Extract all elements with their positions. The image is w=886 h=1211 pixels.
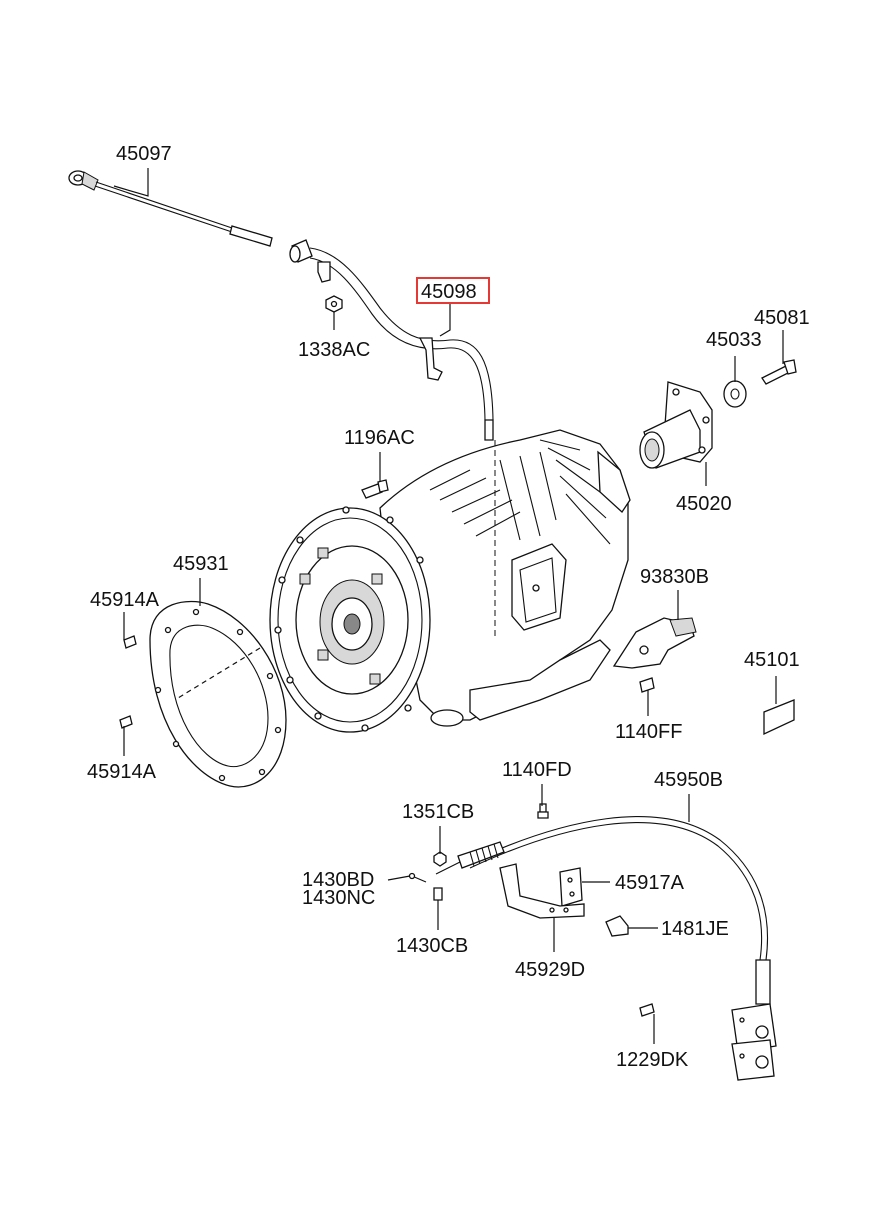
leader-lines <box>113 168 784 1044</box>
filler-tube-illustration[interactable] <box>289 239 494 441</box>
pin-1430bd-illustration[interactable] <box>408 872 427 883</box>
label-1338ac[interactable]: 1338AC <box>298 339 370 361</box>
bracket-45917a-illustration[interactable] <box>559 867 583 907</box>
extension-housing-45020-illustration[interactable] <box>639 381 713 469</box>
label-1430cb[interactable]: 1430CB <box>396 935 468 957</box>
bolt-45914a-bottom-illustration[interactable] <box>119 715 133 729</box>
bolt-45081-illustration[interactable] <box>761 359 797 385</box>
seal-45033-illustration[interactable] <box>723 380 747 408</box>
label-1351cb[interactable]: 1351CB <box>402 801 474 823</box>
washer-1430cb-illustration[interactable] <box>433 887 443 901</box>
label-45101[interactable]: 45101 <box>744 649 800 671</box>
label-1481je[interactable]: 1481JE <box>661 918 729 940</box>
dipstick-illustration[interactable] <box>68 170 273 247</box>
label-45020[interactable]: 45020 <box>676 493 732 515</box>
bolt-1196ac-illustration[interactable] <box>361 479 389 499</box>
label-45033[interactable]: 45033 <box>706 329 762 351</box>
clip-1481je-illustration[interactable] <box>605 915 629 937</box>
label-1229dk[interactable]: 1229DK <box>616 1049 689 1071</box>
part-labels: 45097 45098 1338AC 45081 45033 45020 119… <box>87 143 810 1071</box>
label-45914a-top[interactable]: 45914A <box>90 589 160 611</box>
label-93830b[interactable]: 93830B <box>640 566 709 588</box>
label-45950b[interactable]: 45950B <box>654 769 723 791</box>
bolt-45914a-top-illustration[interactable] <box>123 635 137 649</box>
label-1140ff[interactable]: 1140FF <box>615 721 682 743</box>
bolt-1140fd-illustration[interactable] <box>537 803 549 819</box>
label-45929d[interactable]: 45929D <box>515 959 585 981</box>
label-45917a[interactable]: 45917A <box>615 872 685 894</box>
bracket-45929d-illustration[interactable] <box>499 863 585 919</box>
label-45081[interactable]: 45081 <box>754 307 810 329</box>
label-1140fd[interactable]: 1140FD <box>502 759 572 781</box>
nut-1351cb-illustration[interactable] <box>433 851 447 867</box>
label-45931[interactable]: 45931 <box>173 553 229 575</box>
transmission-assembly-illustration[interactable] <box>269 429 631 733</box>
nut-1338ac-illustration[interactable] <box>325 295 343 313</box>
caution-label-45101-illustration[interactable] <box>763 699 795 736</box>
label-1430nc[interactable]: 1430NC <box>302 887 375 909</box>
bolt-1140ff-illustration[interactable] <box>639 677 655 693</box>
bolt-1229dk-illustration[interactable] <box>639 1003 655 1017</box>
label-1196ac[interactable]: 1196AC <box>344 427 415 449</box>
label-45098[interactable]: 45098 <box>421 281 477 303</box>
label-1430bd[interactable]: 1430BD <box>302 869 374 891</box>
highlight-box-45098 <box>416 277 490 304</box>
inhibitor-switch-93830b-illustration[interactable] <box>612 617 697 669</box>
shift-cable-45950b-illustration[interactable] <box>435 816 777 1081</box>
label-45097[interactable]: 45097 <box>116 143 172 165</box>
gasket-45931-illustration[interactable] <box>149 600 287 788</box>
label-45914a-bottom[interactable]: 45914A <box>87 761 157 783</box>
